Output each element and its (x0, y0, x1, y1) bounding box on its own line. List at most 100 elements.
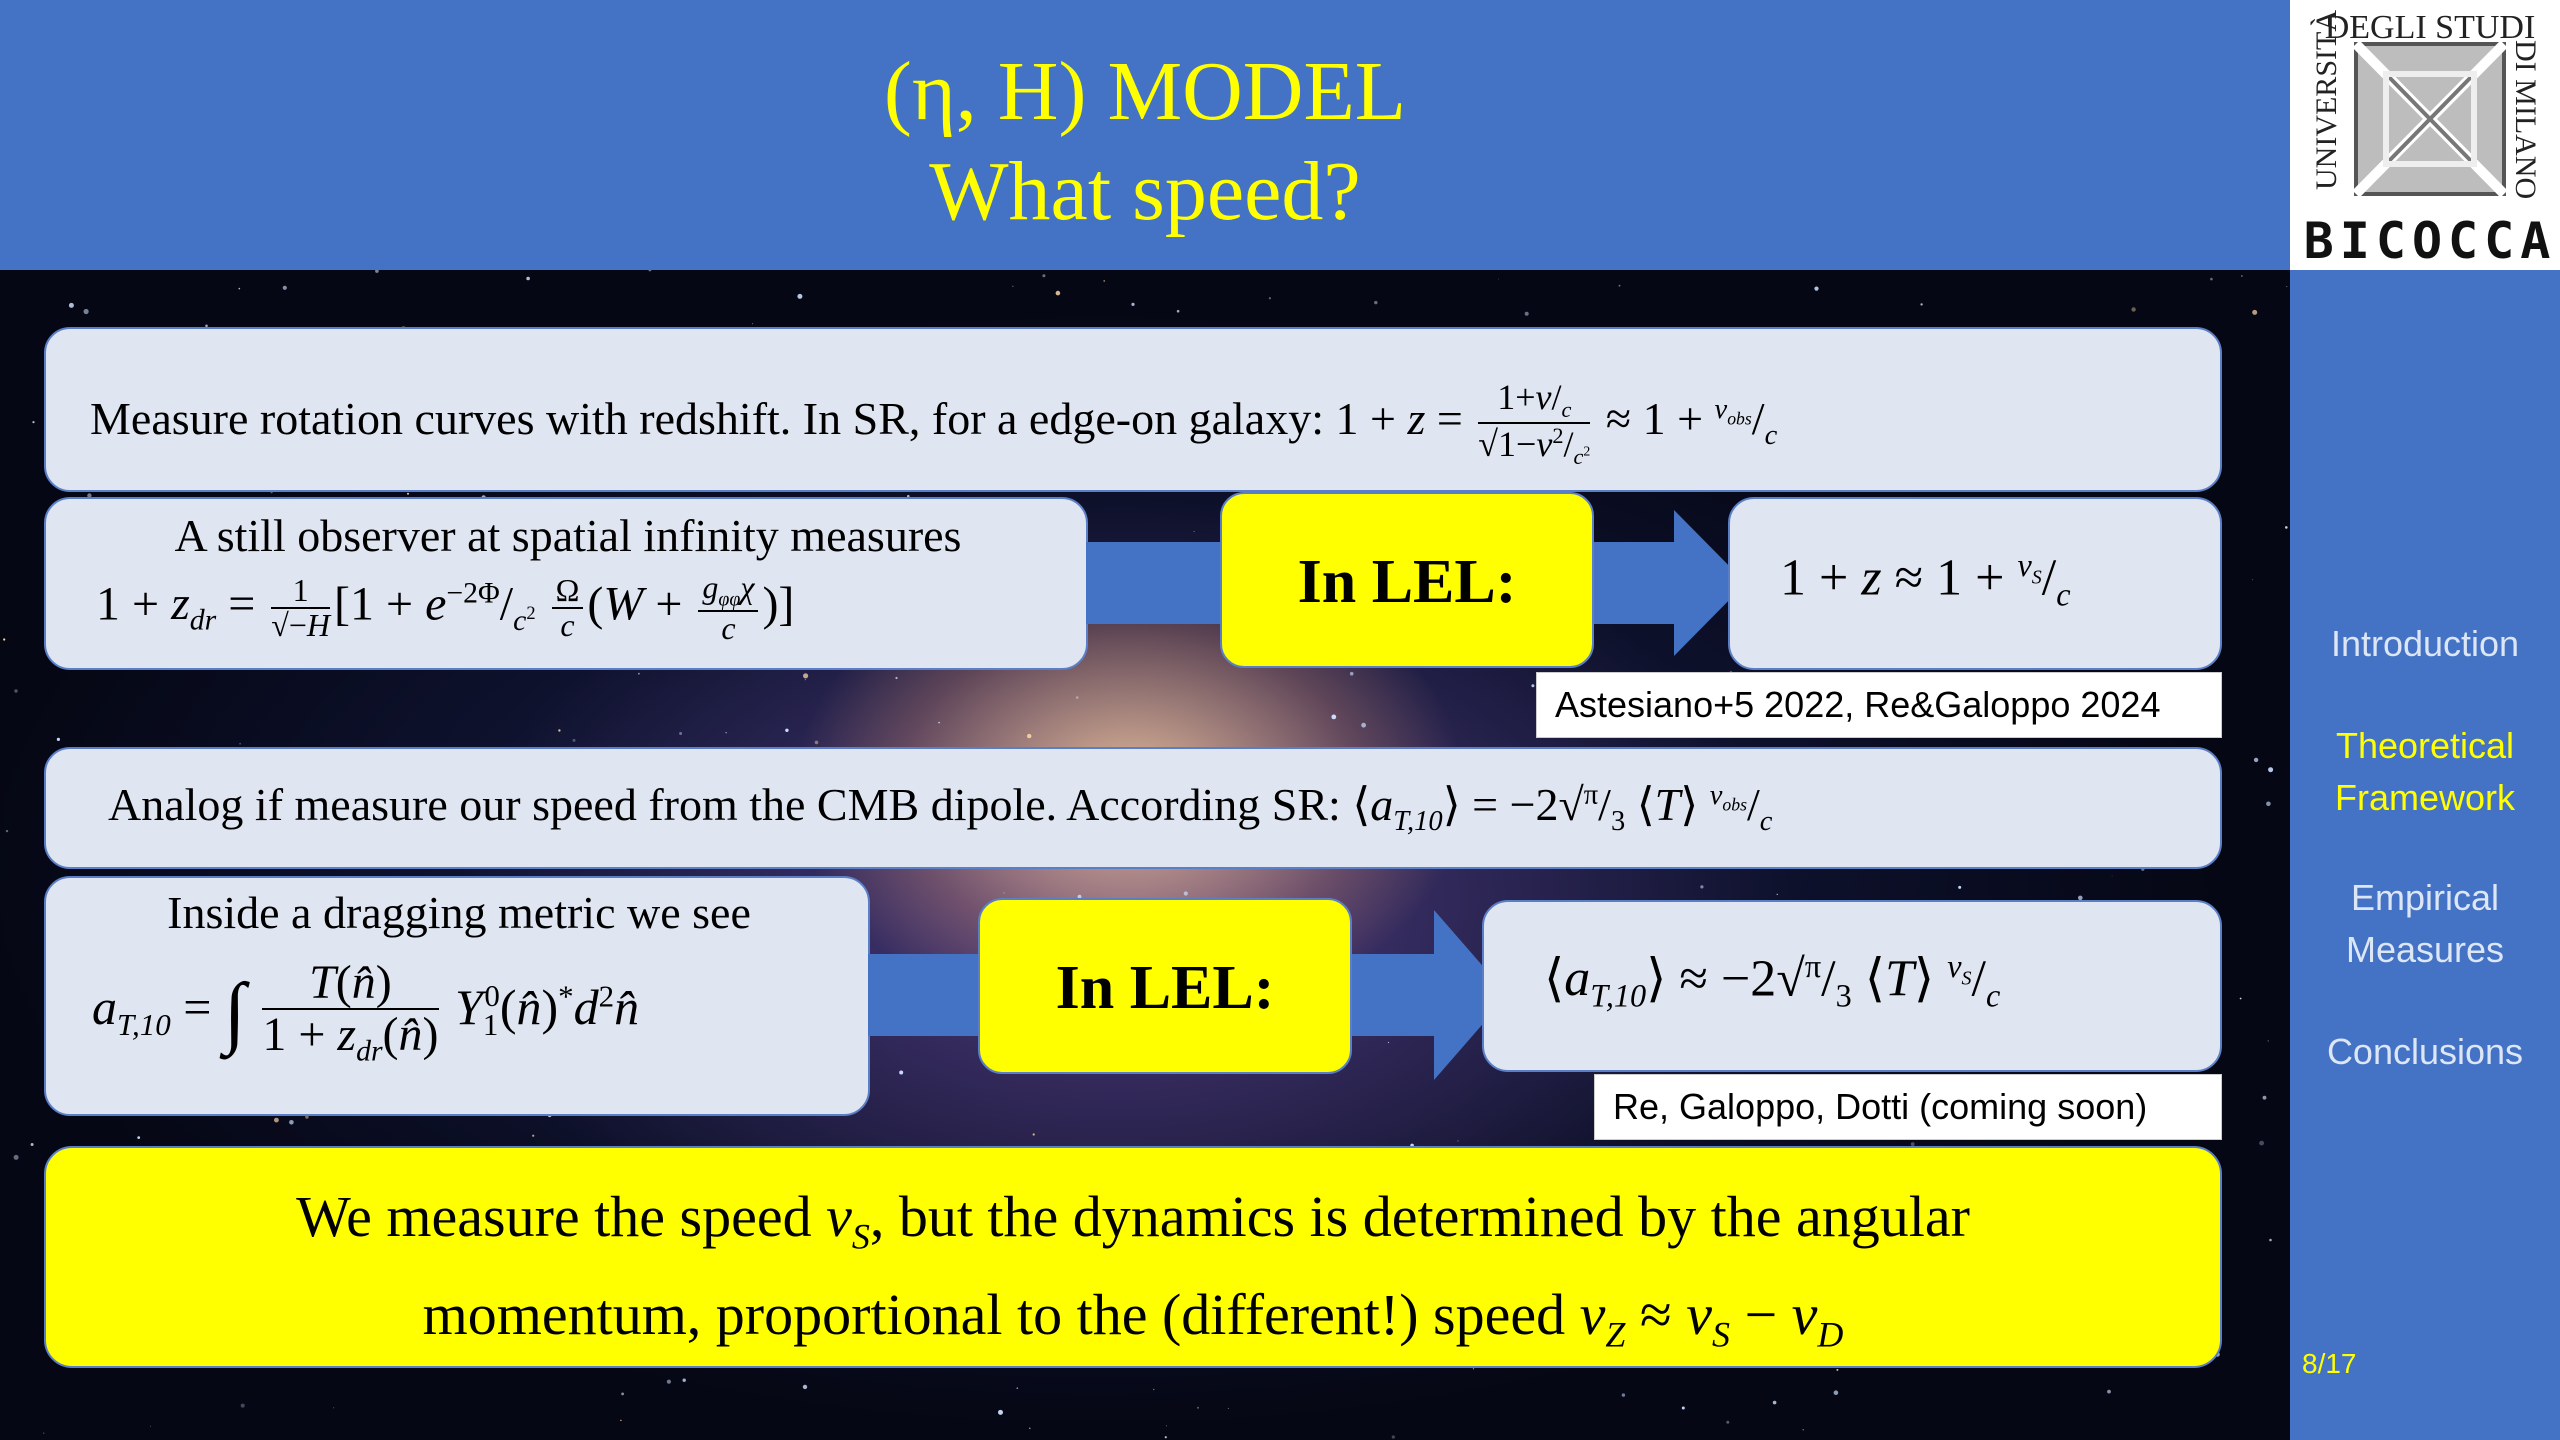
star-dot (83, 308, 89, 315)
star-dot (68, 302, 74, 308)
university-logo: DEGLI STUDI UNIVERSITÀ DI MILANO BICOCCA (2290, 0, 2560, 270)
star-dot (2241, 275, 2243, 277)
star-dot (2252, 579, 2254, 581)
star-dot (1003, 892, 1005, 894)
star-dot (1016, 1387, 1019, 1389)
star-dot (558, 729, 561, 732)
star-dot (1193, 530, 1195, 533)
star-dot (13, 1154, 19, 1160)
slide-subtitle: What speed? (929, 145, 1361, 238)
star-dot (2253, 757, 2259, 763)
logo-top-text: DEGLI STUDI (2325, 9, 2536, 46)
conclusion-box: We measure the speed vS, but the dynamic… (44, 1146, 2222, 1368)
dragging-metric-box: Inside a dragging metric we see aT,10 = … (44, 876, 870, 1116)
star-dot (2111, 875, 2113, 877)
star-dot (1197, 1406, 1199, 1409)
star-dot (1472, 1368, 1475, 1370)
star-dot (2269, 1238, 2272, 1242)
cmb-dipole-box: Analog if measure our speed from the CMB… (44, 747, 2222, 869)
star-dot (899, 1070, 904, 1075)
star-dot (804, 679, 807, 681)
star-dot (2131, 307, 2136, 312)
star-dot (305, 1115, 309, 1119)
star-dot (56, 737, 61, 741)
star-dot (1012, 285, 1014, 287)
star-dot (2266, 801, 2271, 807)
star-dot (1027, 733, 1032, 739)
star-dot (32, 421, 35, 424)
star-dot (1268, 297, 1271, 300)
logo-right-text: DI MILANO (2509, 40, 2542, 199)
citation-1: Astesiano+5 2022, Re&Galoppo 2024 (1536, 672, 2222, 738)
sidebar-item-introduction[interactable]: Introduction (2330, 623, 2520, 664)
star-dot (1726, 1420, 1730, 1424)
redshift-text: Measure rotation curves with redshift. I… (90, 393, 1336, 445)
slide-header: (η, H) MODEL What speed? (0, 0, 2290, 270)
star-dot (407, 492, 409, 495)
still-observer-text: A still observer at spatial infinity mea… (174, 510, 962, 561)
star-dot (2078, 895, 2083, 901)
cmb-dipole-formula: ⟨aT,10⟩ = −2√π/3 ⟨T⟩ vobs/c (1352, 779, 1773, 838)
citation-2: Re, Galoppo, Dotti (coming soon) (1594, 1074, 2222, 1140)
page-number: 8/17 (2302, 1348, 2357, 1379)
star-dot (1681, 1406, 1685, 1410)
star-dot (1361, 722, 1366, 728)
star-dot (1618, 284, 1621, 287)
star-dot (682, 1378, 686, 1382)
star-dot (785, 728, 789, 732)
star-dot (1700, 885, 1704, 889)
arrow-1-icon (1086, 510, 1746, 656)
star-dot (532, 1134, 535, 1137)
star-dot (289, 1120, 294, 1125)
star-dot (1772, 1400, 1777, 1405)
star-dot (1032, 1133, 1035, 1136)
star-dot (1920, 303, 1923, 306)
star-dot (30, 1143, 34, 1146)
lel-redshift-box: 1 + z ≈ 1 + vS/c (1728, 497, 2222, 670)
star-dot (5, 829, 9, 833)
star-dot (274, 1117, 279, 1123)
star-dot (1833, 1390, 1839, 1395)
star-dot (43, 1432, 45, 1434)
star-dot (1802, 1429, 1804, 1431)
star-dot (1227, 1407, 1229, 1409)
star-dot (205, 324, 208, 328)
star-dot (2267, 1040, 2269, 1042)
star-dot (1776, 893, 1778, 896)
star-dot (238, 287, 241, 290)
in-lel-label-1: In LEL: (1220, 492, 1594, 668)
lel-dipole-box: ⟨aT,10⟩ ≈ −2√π/3 ⟨T⟩ vS/c (1482, 900, 2222, 1072)
sidebar-item-theoretical-framework[interactable]: Theoretical Framework (2334, 725, 2516, 818)
star-dot (1042, 274, 1046, 278)
star-dot (2239, 997, 2242, 1000)
star-dot (375, 270, 379, 273)
star-dot (1621, 1393, 1626, 1397)
star-dot (1524, 311, 1529, 316)
star-dot (998, 1409, 1003, 1415)
dragging-metric-text: Inside a dragging metric we see (167, 887, 751, 938)
sidebar-item-conclusions[interactable]: Conclusions (2326, 1031, 2524, 1072)
star-dot (752, 323, 754, 325)
sidebar-item-empirical-measures[interactable]: Empirical Measures (2345, 877, 2505, 970)
star-dot (2268, 767, 2274, 773)
star-dot (1164, 1436, 1167, 1439)
star-dot (907, 494, 910, 498)
star-dot (666, 1379, 672, 1384)
star-dot (802, 1384, 808, 1390)
star-dot (938, 721, 940, 724)
star-dot (1374, 300, 1378, 305)
star-dot (1183, 891, 1188, 896)
star-dot (1531, 684, 1535, 688)
star-dot (2286, 286, 2288, 288)
slide-title: (η, H) MODEL (883, 45, 1407, 138)
logo-bottom-text: BICOCCA (2304, 212, 2557, 270)
lel-redshift-formula: 1 + z ≈ 1 + vS/c (1780, 547, 2071, 613)
star-dot (648, 270, 652, 272)
star-dot (1176, 309, 1180, 313)
star-dot (1153, 1388, 1155, 1391)
star-dot (1055, 290, 1061, 296)
star-dot (1814, 286, 1819, 291)
arrow-2-icon (868, 910, 1508, 1080)
star-dot (814, 740, 819, 745)
